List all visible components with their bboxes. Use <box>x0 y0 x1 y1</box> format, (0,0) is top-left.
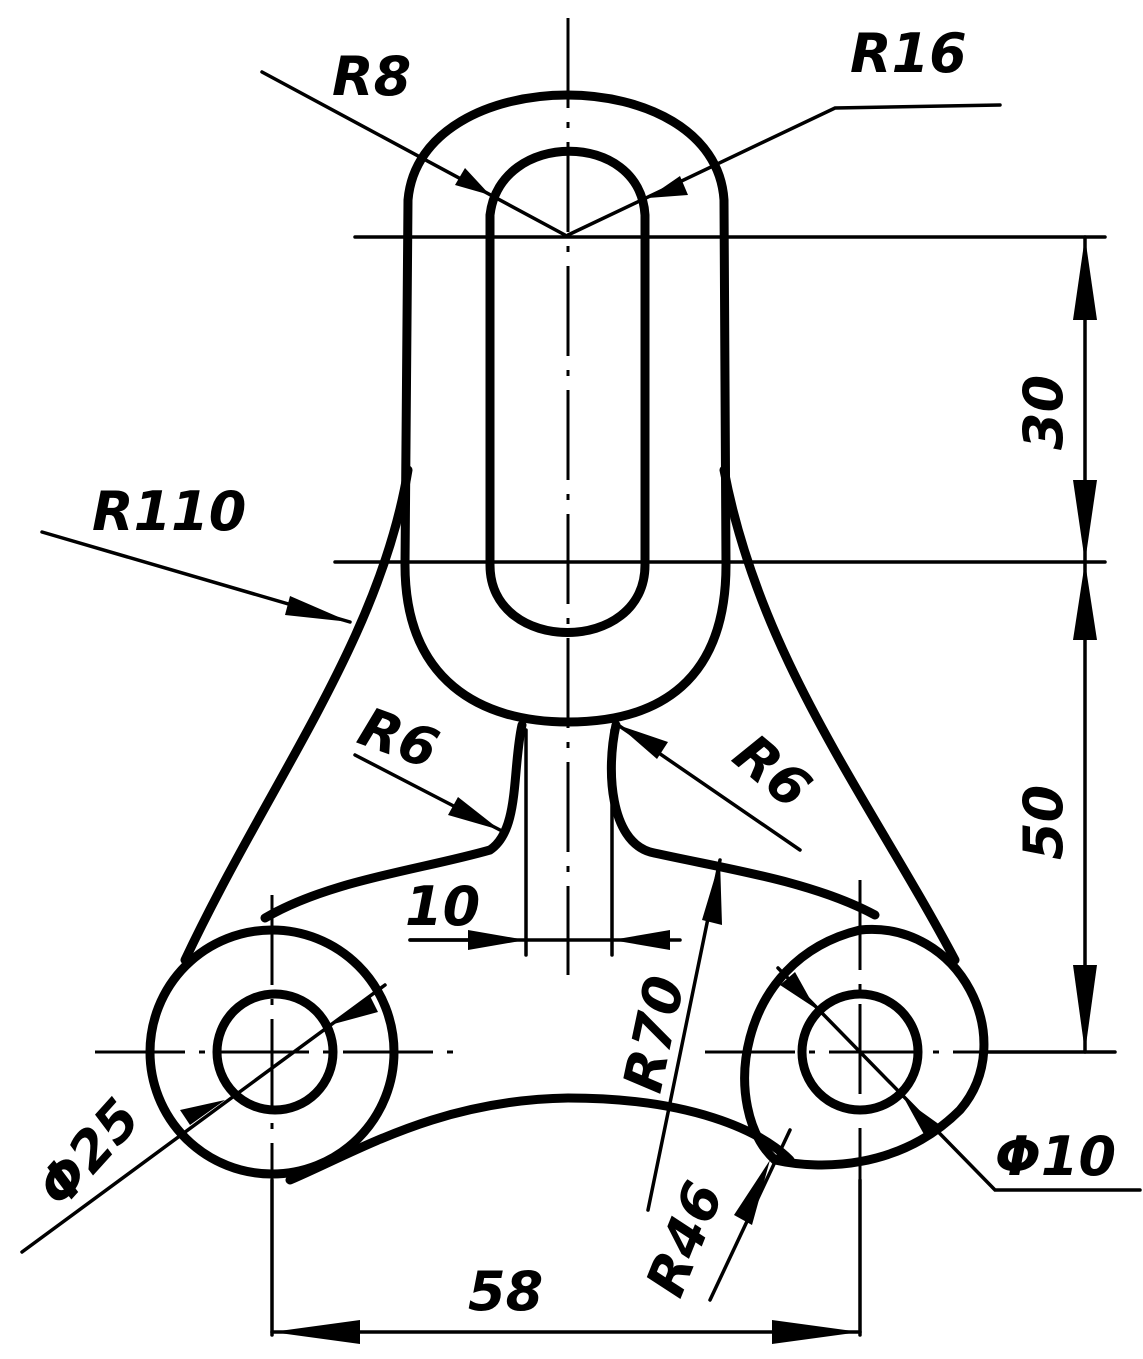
r16-leader <box>566 103 1002 237</box>
dim-50-arrow-bottom <box>1073 965 1097 1052</box>
left-neck-r6 <box>260 720 527 923</box>
left-boss-circle <box>145 925 399 1179</box>
outer-head-contour <box>400 90 731 570</box>
phi25-arrow-lower <box>180 1100 225 1125</box>
dim-58-arrow-right <box>772 1320 860 1344</box>
r6-right-arrow <box>618 725 668 759</box>
head-inner-bottom <box>400 560 731 727</box>
dim-30-arrow-bottom <box>1073 480 1097 562</box>
phi25-leader <box>20 983 387 1254</box>
label-phi25: Φ25 <box>25 1087 153 1219</box>
label-r46: R46 <box>634 1173 736 1305</box>
left-hole-circle <box>212 989 338 1115</box>
label-r110: R110 <box>92 480 246 543</box>
right-hole-circle <box>797 989 923 1115</box>
center-lines <box>95 18 1115 1180</box>
right-neck-r6 <box>606 720 880 920</box>
bottom-r70-arc <box>285 1093 795 1185</box>
dim-58-arrow-left <box>272 1320 360 1344</box>
r8-arrow <box>455 168 490 195</box>
extension-lines <box>270 235 1117 1337</box>
r8-leader <box>260 70 567 237</box>
label-r70: R70 <box>611 970 697 1097</box>
label-r16: R16 <box>850 22 967 85</box>
label-r6-left: R6 <box>351 695 447 781</box>
dim-30-arrow-top <box>1073 237 1097 320</box>
holes <box>145 924 989 1179</box>
dim-10-arrow-right <box>612 930 670 950</box>
dim-10-arrow-left <box>468 930 526 950</box>
label-10: 10 <box>405 875 480 938</box>
phi25-arrow-upper <box>330 996 378 1025</box>
phi10-arrow-upper <box>780 972 815 1008</box>
r70-arrow <box>702 860 722 925</box>
label-30: 30 <box>1012 375 1075 450</box>
r6-left-arrow <box>448 797 500 830</box>
phi10-leader <box>776 966 1142 1192</box>
left-r110-flank <box>180 465 413 965</box>
right-flank <box>719 465 960 965</box>
slot <box>485 146 650 637</box>
right-boss-contour <box>740 924 989 1170</box>
r16-arrow <box>648 176 688 198</box>
label-phi10: Φ10 <box>995 1125 1116 1188</box>
phi10-arrow-lower <box>905 1100 940 1138</box>
dim-50-arrow-top <box>1073 562 1097 640</box>
r46-arrow <box>734 1160 770 1225</box>
part-outline <box>180 90 960 1185</box>
leader-lines <box>20 70 1142 1344</box>
label-50: 50 <box>1012 785 1075 860</box>
label-58: 58 <box>468 1260 543 1323</box>
label-r8: R8 <box>332 45 411 108</box>
r110-arrow <box>285 596 350 622</box>
